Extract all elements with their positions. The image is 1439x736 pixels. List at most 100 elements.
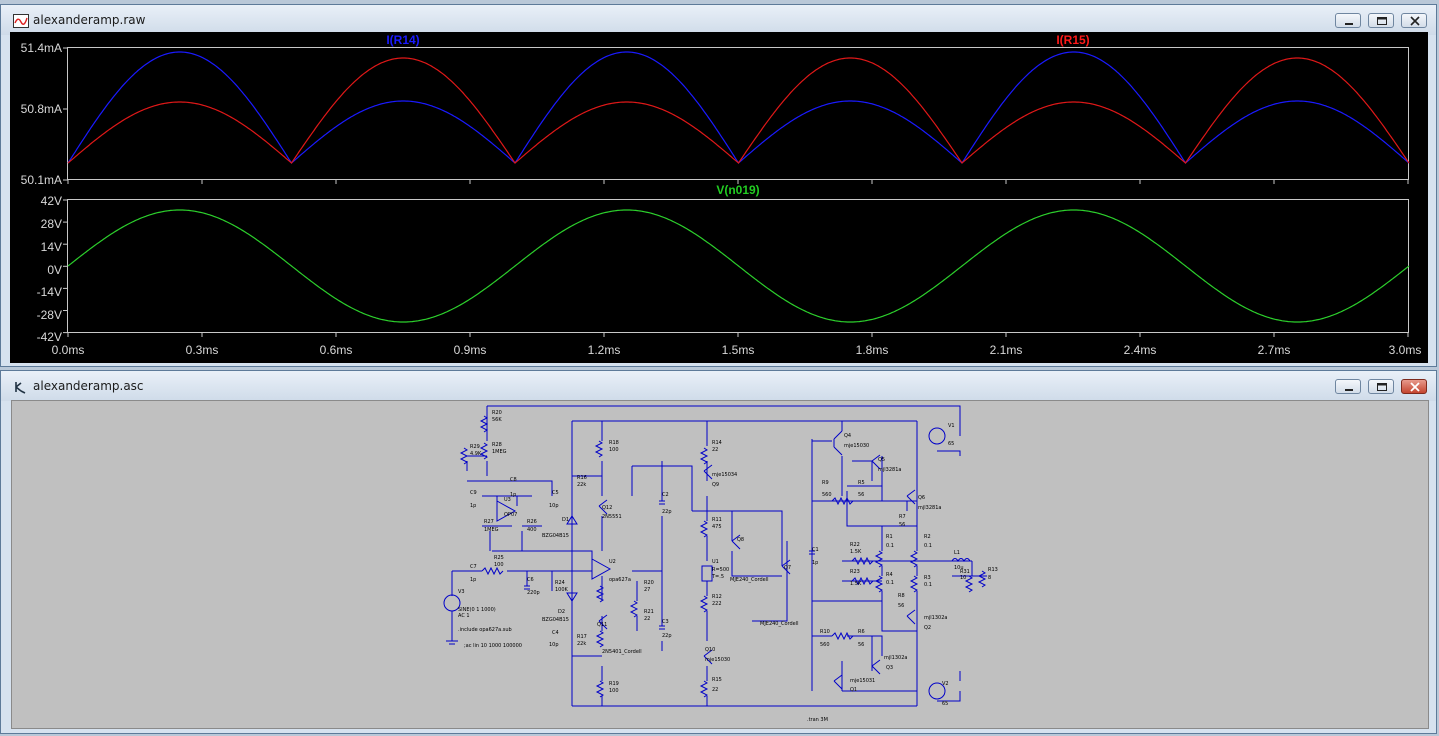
xtick-label: 0.9ms [454, 343, 487, 357]
schematic-drawing[interactable]: R20 56K R28 1MEG R29 4.9K R18 100 R14 22… [12, 401, 1428, 728]
comp-value: 100 [609, 447, 619, 453]
comp-value: 10p [549, 503, 559, 509]
comp-label: R18 [609, 440, 619, 446]
source-label: V1 [948, 423, 955, 429]
trace-vn019[interactable] [67, 209, 1410, 323]
waveform-window: alexanderamp.raw I(R14) I(R15) V(n019) 5… [0, 4, 1437, 367]
comp-value: 0.1 [886, 580, 894, 586]
comp-label: Q11 [597, 622, 607, 628]
comp-label: R26 [527, 519, 537, 525]
comp-value: 22p [662, 633, 672, 639]
directive-text[interactable]: .tran 3M [807, 717, 828, 723]
comp-value: 220p [527, 590, 540, 596]
comp-value: 0.1 [924, 582, 932, 588]
comp-value: 22 [644, 616, 650, 622]
comp-value: 475 [712, 524, 722, 530]
comp-value: 1p [812, 560, 818, 566]
comp-label: C2 [662, 492, 669, 498]
comp-label: R14 [712, 440, 722, 446]
schematic-titlebar[interactable]: alexanderamp.asc [1, 371, 1436, 401]
trace-ir14[interactable] [67, 51, 1410, 164]
comp-label: R2 [924, 534, 931, 540]
comp-value: OP07 [504, 512, 517, 518]
comp-value: mjl1302a [924, 615, 947, 621]
comp-label: Q9 [712, 482, 719, 488]
comp-label: R12 [712, 594, 722, 600]
comp-value: opa627a [609, 577, 631, 583]
comp-label: R20 [492, 410, 502, 416]
comp-value: 100 [609, 688, 619, 694]
comp-label: L1 [954, 550, 960, 556]
trace-label-vn019[interactable]: V(n019) [716, 183, 759, 197]
comp-value: 560 [820, 642, 830, 648]
comp-value: MJE240_Cordell [730, 577, 769, 583]
ytick-label: 51.4mA [21, 41, 62, 55]
comp-label: R25 [494, 555, 504, 561]
comp-label: T=.5 [711, 574, 724, 580]
comp-label: R22 [850, 542, 860, 548]
comp-value: 1p [470, 577, 476, 583]
ytick-label: 42V [41, 194, 62, 208]
comp-value: mjl3281a [918, 505, 941, 511]
ytick-label: -28V [37, 308, 62, 322]
waveform-plot-area[interactable]: I(R14) I(R15) V(n019) 51.4mA 50.8mA 50.1… [10, 32, 1428, 363]
xtick-label: 2.4ms [1124, 343, 1157, 357]
xtick-label: 0.0ms [52, 343, 85, 357]
directive-text[interactable]: ;ac lin 10 1000 100000 [464, 643, 522, 649]
schematic-app-icon [15, 382, 26, 394]
comp-value: 10 [960, 575, 966, 581]
comp-value: BZG04B15 [542, 533, 569, 539]
comp-label: R6 [858, 629, 865, 635]
comp-label: R28 [492, 442, 502, 448]
comp-label: Q3 [886, 665, 893, 671]
xtick-label: 3.0ms [1389, 343, 1422, 357]
comp-label: C8 [510, 477, 517, 483]
restore-icon [1377, 17, 1387, 25]
waveform-titlebar[interactable]: alexanderamp.raw [1, 5, 1436, 35]
restore-button[interactable] [1368, 379, 1394, 394]
close-icon [1410, 16, 1420, 26]
close-button[interactable] [1401, 379, 1427, 394]
directive-text[interactable]: .include opa627a.sub [458, 627, 512, 633]
trace-label-ir15[interactable]: I(R15) [1056, 33, 1089, 47]
comp-value: 0.1 [886, 543, 894, 549]
comp-label: Q10 [705, 647, 715, 653]
minimize-icon [1345, 23, 1353, 25]
comp-label: Q1 [850, 687, 857, 693]
source-label: V3 [458, 589, 465, 595]
trace-ir15[interactable] [67, 57, 1410, 164]
schematic-components [443, 415, 987, 700]
comp-value: mje15030 [705, 657, 730, 663]
schematic-canvas[interactable]: R20 56K R28 1MEG R29 4.9K R18 100 R14 22… [11, 400, 1429, 729]
schematic-window: alexanderamp.asc [0, 370, 1437, 734]
comp-value: 100 [494, 562, 504, 568]
comp-label: R23 [850, 569, 860, 575]
comp-label: R16 [577, 475, 587, 481]
comp-value: 22k [577, 641, 586, 647]
comp-label: R15 [712, 677, 722, 683]
xtick-label: 1.2ms [588, 343, 621, 357]
comp-label: R13 [988, 567, 998, 573]
comp-value: mje15030 [844, 443, 869, 449]
comp-value: 56 [899, 522, 905, 528]
source-label: AC 1 [458, 613, 470, 619]
comp-value: 56 [858, 642, 864, 648]
comp-value: 0.1 [924, 543, 932, 549]
restore-button[interactable] [1368, 13, 1394, 28]
comp-value: 560 [822, 492, 832, 498]
source-label: 65 [942, 701, 948, 707]
axis-ticks [63, 47, 1409, 337]
comp-label: R17 [577, 634, 587, 640]
minimize-button[interactable] [1335, 13, 1361, 28]
source-label: V2 [942, 681, 949, 687]
minimize-button[interactable] [1335, 379, 1361, 394]
comp-label: Q7 [784, 565, 791, 571]
close-button[interactable] [1401, 13, 1427, 28]
trace-label-ir14[interactable]: I(R14) [386, 33, 419, 47]
comp-label: R24 [555, 580, 565, 586]
comp-label: U1 [712, 559, 719, 565]
comp-value: 56K [492, 417, 502, 423]
current-pane-frame [67, 47, 1409, 180]
comp-value: 1MEG [484, 527, 499, 533]
waveform-plot[interactable]: I(R14) I(R15) V(n019) 51.4mA 50.8mA 50.1… [10, 32, 1428, 363]
